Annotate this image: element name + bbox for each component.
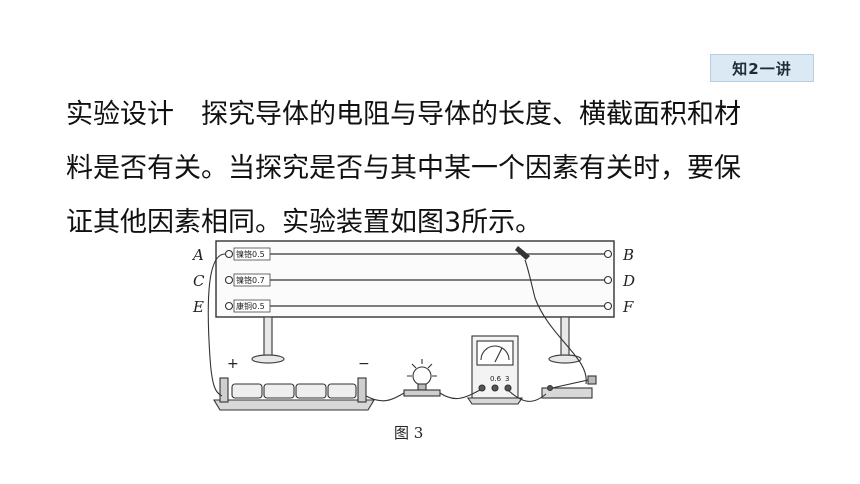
- wire-tag-2: 镍铬0.7: [236, 275, 265, 285]
- figure-caption: 图 3: [394, 424, 424, 442]
- wire-tag-1: 镍铬0.5: [236, 249, 265, 259]
- experiment-paragraph: 实验设计 探究导体的电阻与导体的长度、横截面积和材 料是否有关。当探究是否与其中…: [66, 88, 786, 250]
- wire-tag-3: 康铜0.5: [236, 301, 265, 311]
- battery-plus: +: [227, 356, 239, 372]
- experiment-apparatus-figure: A C E B D F 镍铬0.5 镍铬0.7 康铜0.5 + −: [191, 240, 635, 411]
- paragraph-line-2: 料是否有关。当探究是否与其中某一个因素有关时，要保: [66, 153, 741, 184]
- label-e: E: [192, 298, 204, 316]
- ammeter-icon: [466, 335, 524, 405]
- ammeter-tick-0-6: 0.6: [490, 375, 502, 383]
- battery-holder: [213, 377, 375, 411]
- label-b: B: [622, 246, 634, 264]
- label-d: D: [622, 272, 635, 290]
- paragraph-line-3: 证其他因素相同。实验装置如图3所示。: [66, 207, 543, 238]
- paragraph-line-1: 实验设计 探究导体的电阻与导体的长度、横截面积和材: [66, 99, 741, 130]
- section-badge: 知2一讲: [710, 54, 814, 82]
- switch-icon: [541, 375, 597, 399]
- ammeter-tick-3: 3: [505, 375, 509, 383]
- label-c: C: [193, 272, 205, 290]
- label-f: F: [622, 298, 634, 316]
- battery-minus: −: [358, 356, 370, 372]
- label-a: A: [191, 246, 204, 264]
- bulb-icon: [403, 359, 441, 397]
